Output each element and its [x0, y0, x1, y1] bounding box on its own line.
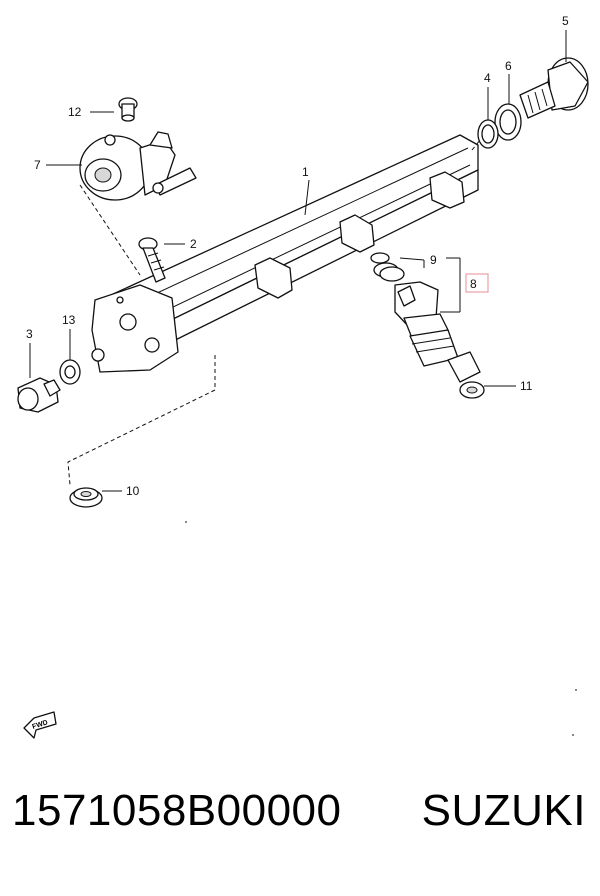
callout-8-highlight [465, 273, 489, 293]
fwd-label: FWD [31, 719, 48, 731]
callout-6: 6 [505, 59, 512, 73]
callout-10: 10 [126, 484, 140, 498]
callout-labels: 1 2 3 4 5 6 7 8 9 10 11 12 13 [26, 14, 569, 498]
callout-1: 1 [302, 165, 309, 179]
gasket-13 [59, 359, 81, 385]
callout-13: 13 [62, 313, 76, 327]
callout-4: 4 [484, 71, 491, 85]
callout-12: 12 [68, 105, 82, 119]
parts-diagram: 1 2 3 4 5 6 7 8 9 10 11 12 13 FWD [17, 14, 589, 739]
footer: 1571058B00000 SUZUKI [0, 786, 600, 866]
fitting-5 [519, 57, 589, 119]
pressure-regulator [79, 131, 197, 201]
callout-7: 7 [34, 158, 41, 172]
callout-5: 5 [562, 14, 569, 28]
fuel-rail [91, 134, 479, 373]
callout-2: 2 [190, 237, 197, 251]
assembly-lines [67, 139, 481, 486]
injector-8 [394, 281, 481, 383]
bolt-2 [138, 237, 166, 283]
callout-11: 11 [520, 379, 533, 393]
bolt-12 [118, 97, 138, 122]
cushion-11 [459, 381, 485, 399]
cushion-10 [69, 487, 103, 508]
o-rings-9 [370, 252, 405, 282]
callout-8: 8 [470, 277, 477, 291]
leader-lines [29, 30, 567, 492]
fwd-arrow: FWD [23, 711, 57, 739]
callout-3: 3 [26, 327, 33, 341]
part-number: 1571058B00000 [12, 786, 342, 835]
washer-6 [494, 103, 522, 141]
plug-3 [17, 377, 61, 413]
callout-9: 9 [430, 253, 437, 267]
brand-name: SUZUKI [421, 786, 586, 835]
washer-4 [477, 119, 499, 149]
